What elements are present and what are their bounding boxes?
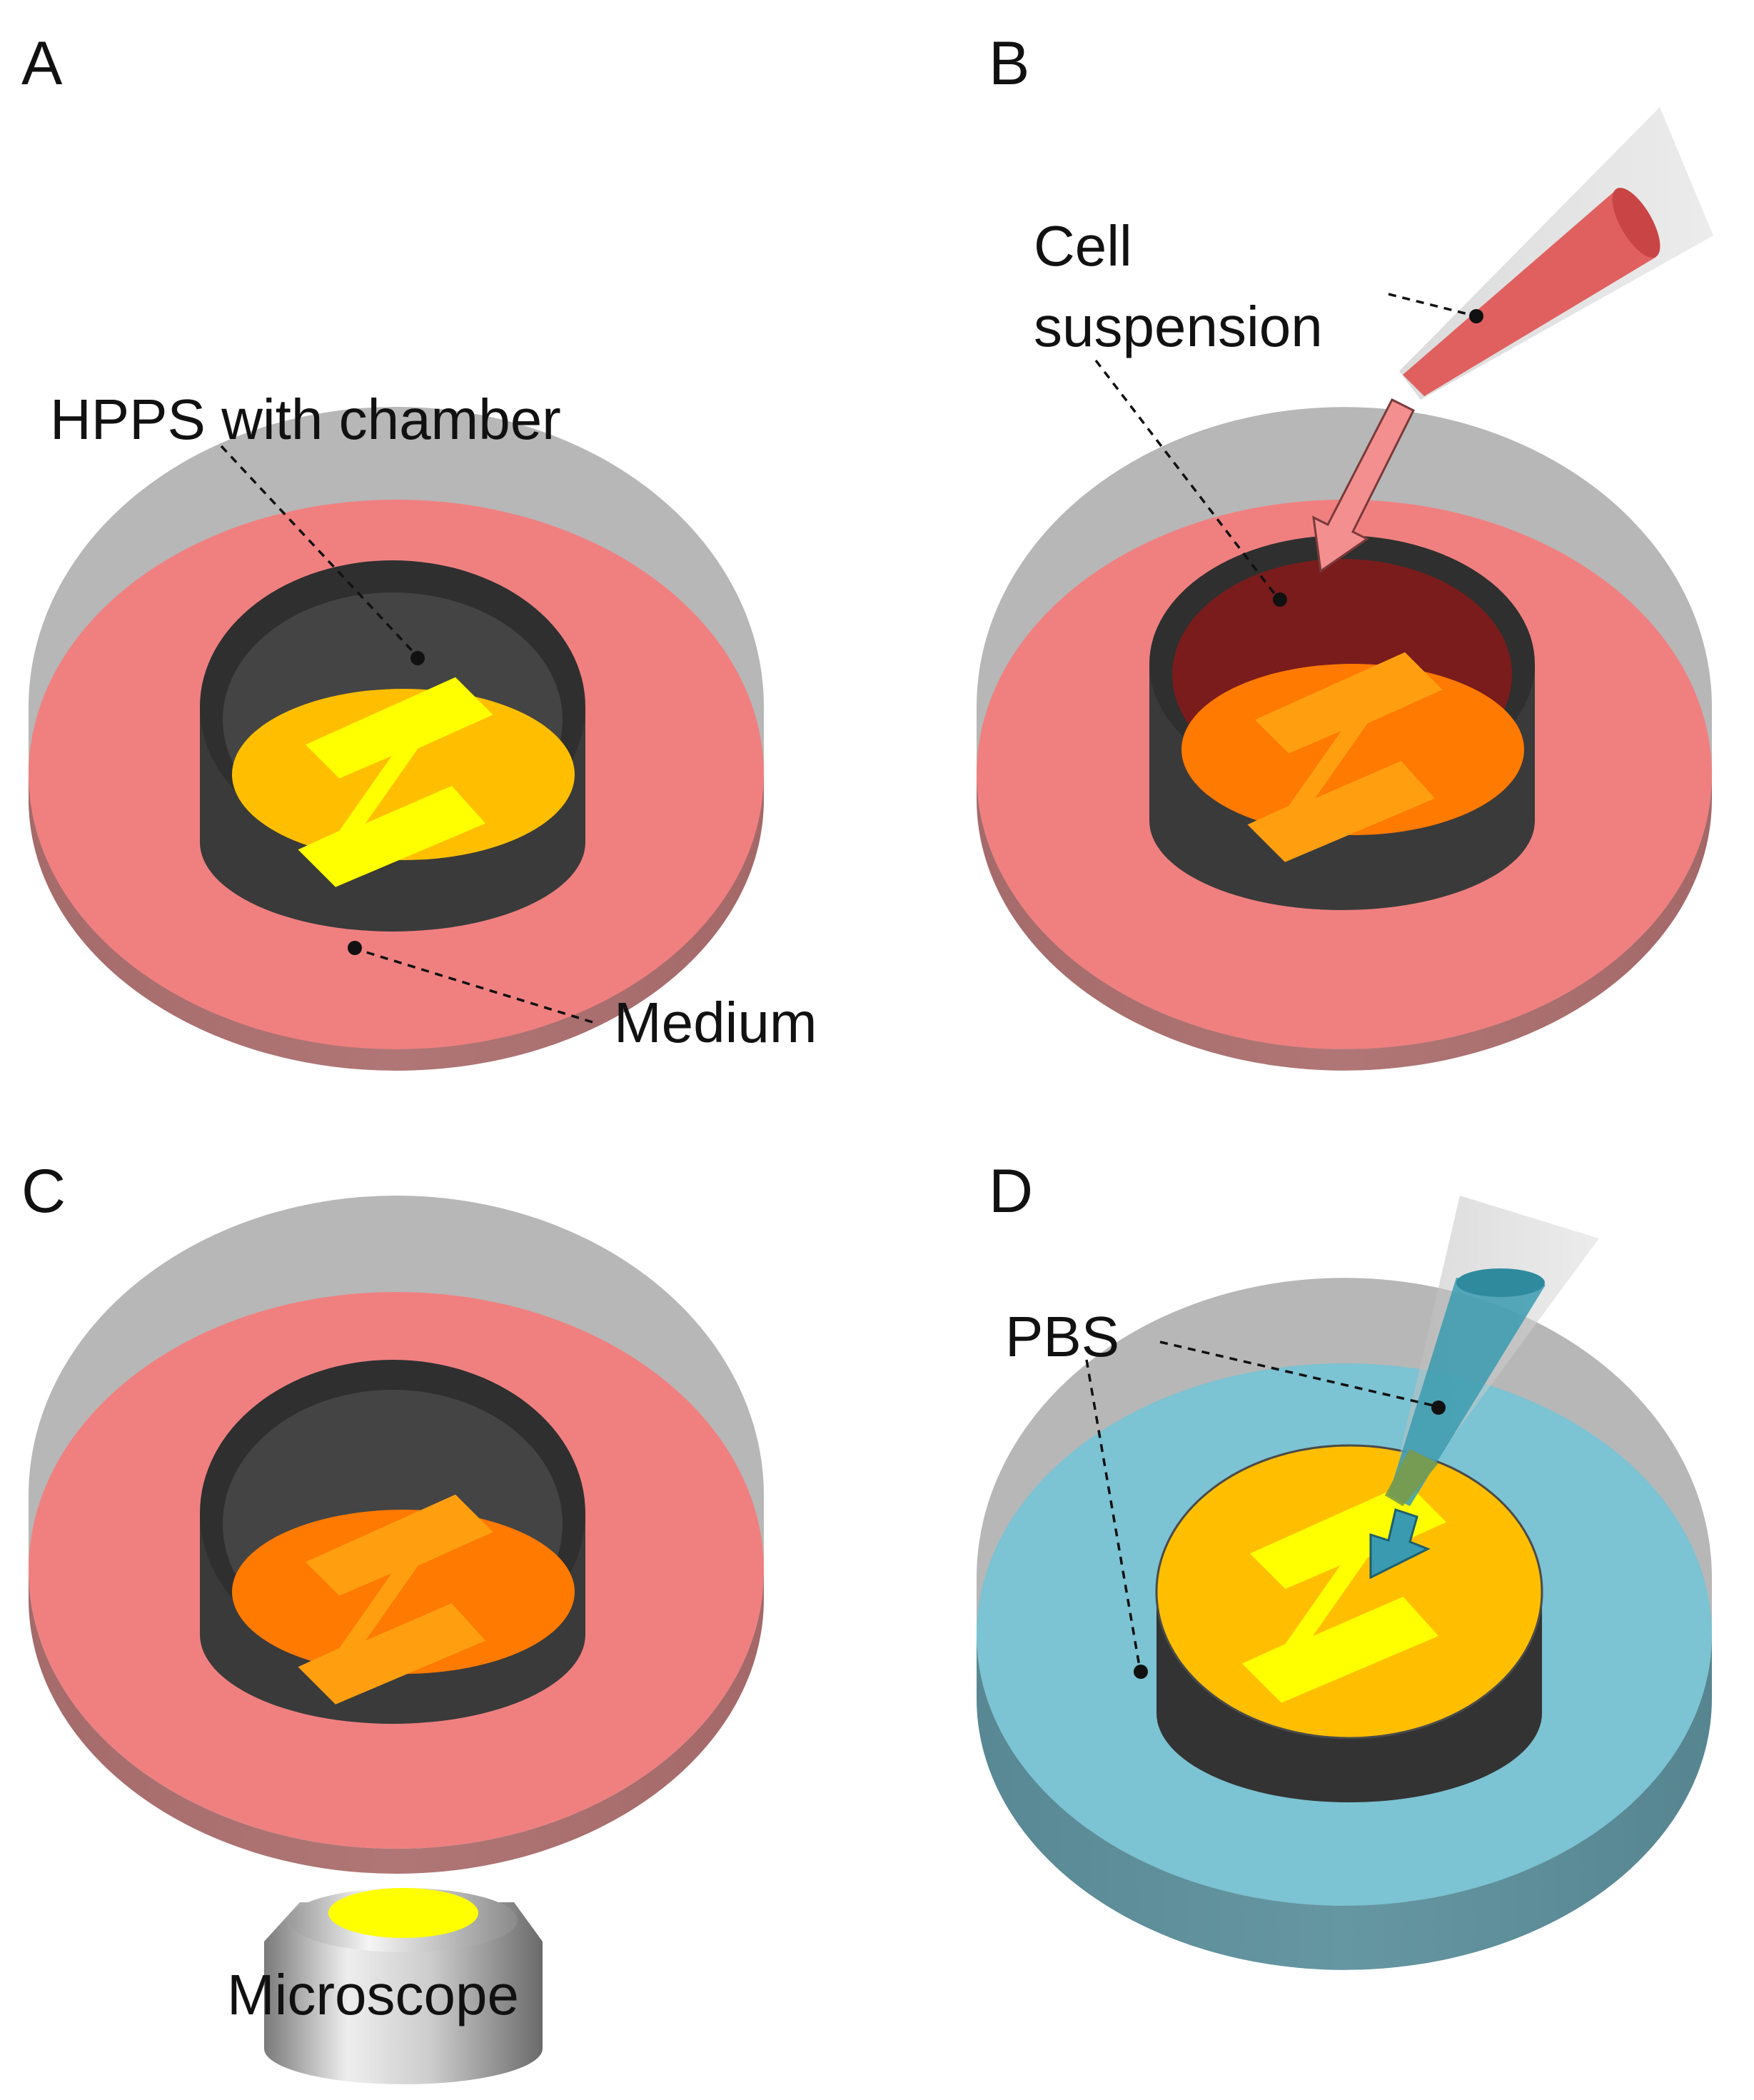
panel-d: D PBS (977, 1157, 1712, 1970)
pbs-leader-right (1159, 1341, 1437, 1408)
hpps-leader (220, 445, 419, 658)
hpps-surface (232, 689, 575, 860)
hpps-surface (1155, 1444, 1543, 1740)
hpps-chip (1155, 1444, 1543, 1802)
pipette-icon (1399, 107, 1713, 400)
panel-letter-c: C (21, 1157, 66, 1226)
panel-letter-b: B (989, 29, 1029, 98)
panel-c: C Microscope (21, 1157, 764, 2084)
panel-letter-d: D (989, 1157, 1033, 1226)
hpps-chamber (200, 1360, 585, 1724)
panel-b: B Cell suspension (977, 29, 1713, 1071)
microscope-icon (264, 1888, 543, 2084)
objective-light (328, 1888, 478, 1938)
microscope-label: Microscope (227, 1963, 519, 2026)
medium-leader (356, 948, 593, 1024)
hpps-surface (232, 1510, 575, 1674)
cell-label-line1: Cell (1034, 214, 1132, 278)
pbs-label: PBS (1005, 1305, 1119, 1368)
pbs-leader-left (1085, 1359, 1141, 1671)
cell-leader-top (1388, 293, 1477, 318)
cell-leader-bottom (1094, 359, 1279, 600)
hpps-chamber (1149, 535, 1535, 910)
arrow-icon (1312, 398, 1416, 573)
arrow-icon (1369, 1508, 1431, 1580)
cell-label-line2: suspension (1034, 295, 1323, 358)
hpps-label: HPPS with chamber (50, 388, 561, 451)
hpps-surface (1181, 664, 1524, 835)
panel-a: A HPPS with chamber Medium (21, 29, 817, 1071)
medium-label: Medium (614, 991, 817, 1054)
panel-letter-a: A (21, 29, 63, 98)
hpps-chamber (200, 560, 585, 932)
pipette-icon (1385, 1196, 1599, 1506)
